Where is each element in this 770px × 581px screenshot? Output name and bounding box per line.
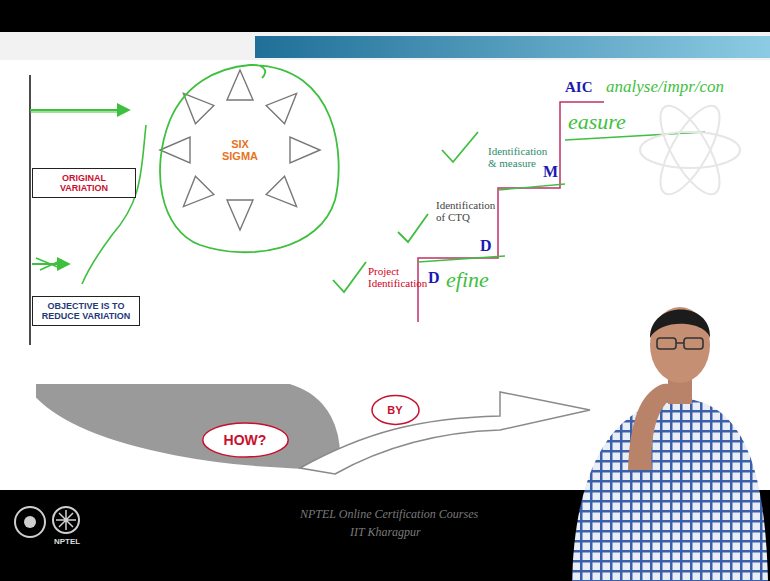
sun-ray xyxy=(160,137,190,163)
sun-ray xyxy=(227,70,253,100)
label-box: OBJECTIVE IS TO REDUCE VARIATION xyxy=(32,296,140,326)
pen-check xyxy=(442,132,478,162)
scribble xyxy=(36,258,62,270)
pen-line xyxy=(82,125,146,284)
step-label: Identification & measure xyxy=(488,146,546,169)
pen-line xyxy=(418,184,565,262)
step-letter: M xyxy=(543,164,558,181)
footer-text: IIT Kharagpur xyxy=(350,526,421,539)
logo xyxy=(53,507,79,533)
curved-arrow xyxy=(300,392,590,474)
handwriting: easure xyxy=(568,110,626,133)
node-text: HOW? xyxy=(224,432,267,448)
node-text: SIX SIGMA xyxy=(212,138,268,162)
handwriting: analyse/impr/con xyxy=(606,78,724,96)
handwriting: efine xyxy=(446,268,489,291)
step-label: Identification of CTQ xyxy=(436,200,480,223)
sun-ray xyxy=(266,93,296,123)
node-text: ORIGINAL VARIATION xyxy=(38,173,130,193)
pen-line xyxy=(565,132,705,140)
staircase xyxy=(418,102,604,322)
logo xyxy=(15,507,45,537)
atom-watermark xyxy=(640,98,740,203)
logo xyxy=(56,510,76,530)
pen-check xyxy=(398,214,428,242)
sun-ray xyxy=(183,176,213,206)
node-text: OBJECTIVE IS TO REDUCE VARIATION xyxy=(38,301,134,321)
label-box: ORIGINAL VARIATION xyxy=(32,168,136,198)
curved-band xyxy=(35,383,341,470)
answer-ellipse: BY xyxy=(371,394,420,426)
sun-center: SIX SIGMA xyxy=(212,138,268,162)
header-strip xyxy=(0,32,770,60)
logo-text: NPTEL xyxy=(54,538,80,546)
logo xyxy=(24,516,36,528)
pen-check xyxy=(333,262,366,292)
step-letter: D xyxy=(428,270,440,287)
axis-line xyxy=(29,75,31,345)
sun-ray xyxy=(183,93,213,123)
footer-text: NPTEL Online Certification Courses xyxy=(300,508,478,521)
teal-bar xyxy=(255,36,770,58)
variation-arrow xyxy=(30,111,120,112)
node-text: BY xyxy=(387,404,402,416)
pen-circle xyxy=(160,65,339,252)
sun-ray xyxy=(290,137,320,163)
variation-arrow xyxy=(30,109,128,111)
presenter xyxy=(572,307,768,581)
sun-symbol xyxy=(160,70,320,230)
sun-ray xyxy=(266,176,296,206)
step-letter: D xyxy=(480,238,492,255)
step-label: Project Identification xyxy=(368,266,416,289)
top-bar xyxy=(0,0,770,32)
step-letter: AIC xyxy=(565,80,593,96)
sun-ray xyxy=(227,200,253,230)
question-ellipse: HOW? xyxy=(201,421,290,459)
